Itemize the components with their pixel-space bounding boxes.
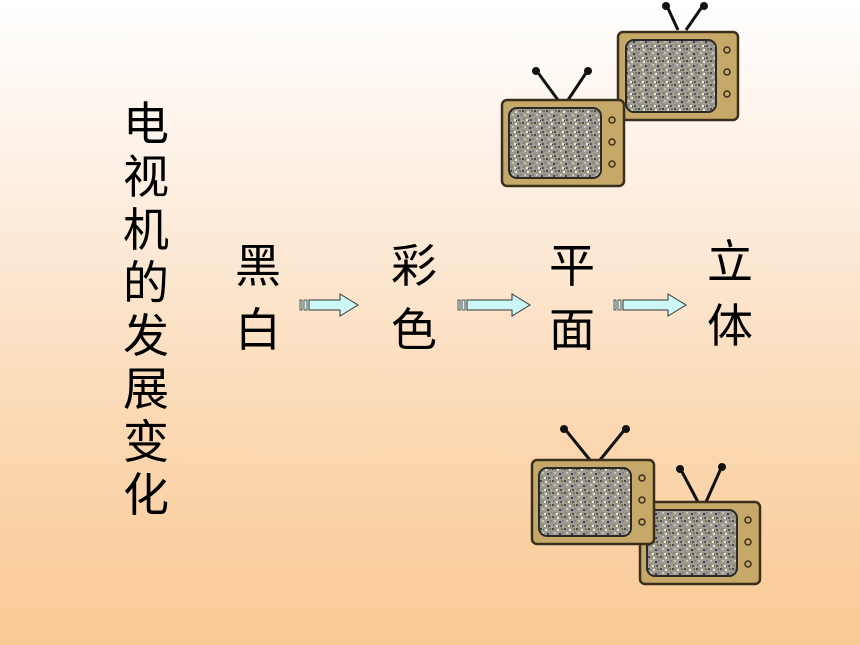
arrow-icon — [299, 293, 359, 317]
tv-icon — [638, 463, 762, 586]
vertical-title: 电视机的发展变化 — [123, 97, 169, 522]
tv-icon — [616, 2, 740, 122]
stage-flat: 平面 — [549, 239, 595, 357]
arrow-icon — [457, 293, 531, 317]
stage-color: 彩色 — [391, 239, 437, 357]
tv-icon — [530, 425, 656, 546]
arrow-icon — [613, 293, 687, 317]
stage-black-white: 黑白 — [235, 239, 281, 357]
tv-icon — [500, 67, 626, 188]
stage-3d: 立体 — [707, 235, 753, 353]
